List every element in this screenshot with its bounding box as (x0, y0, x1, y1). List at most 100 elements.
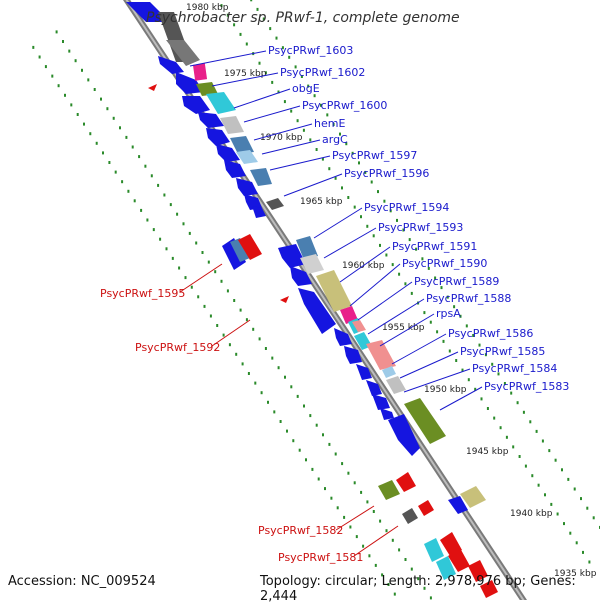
gene-block-cyan-1 (206, 92, 236, 114)
tick-dot (328, 442, 331, 446)
tick-dot (366, 500, 369, 504)
tick-dot (440, 286, 443, 290)
tick-dot (556, 512, 559, 516)
gene-features (126, 2, 498, 598)
leader-line (349, 263, 401, 307)
tick-dot (339, 132, 341, 136)
tick-dot (76, 113, 79, 116)
tick-dot (190, 285, 193, 289)
gene-rev-arrow-s (440, 532, 462, 556)
tick-dot (563, 522, 565, 526)
tick-dot (271, 80, 274, 84)
tick-dot (277, 366, 280, 370)
gene-arrow-1602 (176, 72, 204, 94)
gene-arrow-b (198, 112, 224, 128)
gene-block-salmon-2 (366, 340, 396, 370)
tick-dot (38, 55, 41, 59)
tick-dot (95, 141, 98, 145)
tick-dot (486, 407, 489, 410)
tick-dot (290, 385, 293, 389)
tick-dot (245, 318, 248, 322)
tick-dot (152, 228, 155, 232)
tick-dot (247, 372, 250, 375)
tick-dot (178, 266, 181, 270)
tick-dot (355, 535, 358, 539)
gene-rev-block-olive (378, 480, 400, 500)
tick-dot (429, 320, 432, 324)
tick-dot (448, 349, 451, 353)
tick-dot (220, 279, 223, 283)
gene-label-reverse: PsycPRwf_1582 (258, 524, 343, 537)
tick-dot (254, 381, 257, 385)
tick-dot (284, 375, 286, 379)
tick-dot (415, 247, 418, 251)
tick-dot (144, 164, 147, 168)
tick-dot (133, 199, 136, 203)
tick-dot (366, 224, 369, 228)
gene-block-grey-1 (220, 116, 244, 134)
gene-rev-arrow-v (480, 580, 498, 598)
leader-line (353, 525, 399, 557)
tick-dot (497, 372, 500, 376)
tick-dot (480, 397, 483, 401)
gene-arrow-1583 (388, 414, 420, 456)
leader-line (189, 50, 267, 67)
tick-dot (554, 458, 557, 462)
tick-dot (391, 263, 394, 267)
gene-label-forward: PsycPRwf_1597 (332, 149, 417, 162)
tick-dot (391, 538, 394, 542)
tick-dot (146, 218, 149, 222)
gene-arrow-e (224, 160, 246, 178)
tick-dot (472, 334, 475, 337)
tick-dot (106, 107, 109, 111)
leader-line (283, 173, 343, 197)
genome-title: Psychrobacter sp. PRwf-1, complete genom… (146, 10, 460, 26)
gene-label-forward: PsycPRwf_1590 (402, 257, 487, 270)
gene-label-forward: PsycPRwf_1583 (484, 380, 569, 393)
gene-label-forward: argC (322, 133, 348, 146)
tick-dot (57, 84, 60, 88)
tick-dot (319, 103, 322, 107)
tick-dot (271, 356, 274, 360)
tick-dot (537, 483, 540, 487)
tick-dot (484, 353, 487, 357)
kbp-label: 1940 kbp (510, 509, 553, 519)
tick-dot (332, 123, 335, 126)
leader-line (211, 319, 251, 347)
tick-dot (305, 458, 307, 462)
gene-label-forward: hemE (314, 117, 345, 130)
gene-block-top-1 (126, 2, 170, 22)
tick-dot (157, 183, 160, 187)
tick-dot (171, 256, 174, 260)
tick-dot (326, 113, 329, 117)
kbp-label: 1935 kbp (554, 569, 597, 579)
gene-block-light-3 (382, 366, 396, 378)
gene-arrow-d (216, 144, 240, 162)
tick-dot (309, 414, 312, 418)
tick-dot (385, 529, 388, 533)
tick-dot (68, 49, 71, 53)
leader-line (367, 298, 425, 335)
tick-dot (353, 481, 356, 485)
tick-dot (379, 519, 382, 523)
tick-dot (580, 497, 582, 501)
gene-arrow-c (206, 128, 230, 146)
tick-dot (258, 61, 261, 65)
tick-dot (311, 467, 314, 471)
tick-dot (150, 174, 153, 178)
tick-dot (503, 382, 506, 385)
gene-arrow-i (278, 244, 306, 268)
tick-dot (368, 554, 371, 558)
tick-dot (398, 272, 401, 276)
gene-arrow-g (244, 194, 262, 210)
reverse-marker-2 (280, 296, 289, 303)
accession-text: Accession: NC_009524 (8, 574, 156, 589)
tick-dot (588, 560, 591, 564)
tick-dot (478, 343, 481, 347)
tick-dot (264, 71, 267, 75)
tick-dot (44, 65, 47, 69)
gene-arrow-j (290, 266, 312, 286)
tick-dot (245, 42, 248, 46)
tick-dot (140, 208, 143, 212)
tick-dot (465, 324, 468, 328)
